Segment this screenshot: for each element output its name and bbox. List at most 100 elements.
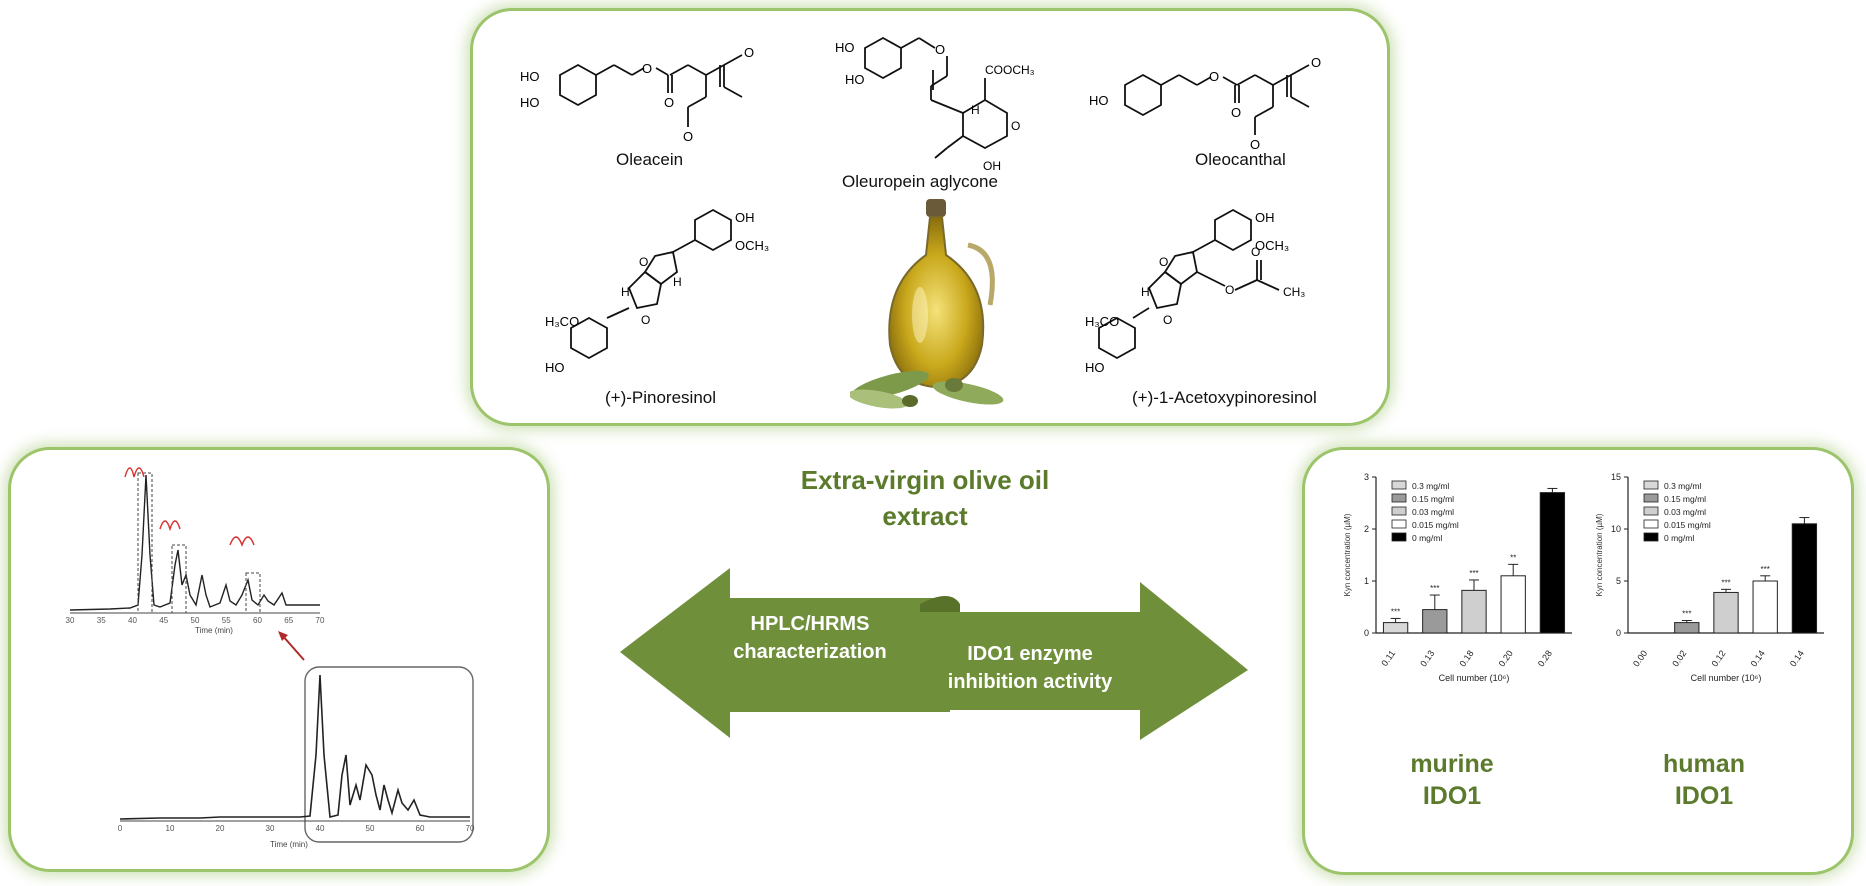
o-label: O	[1251, 245, 1260, 259]
o-label: O	[1231, 105, 1241, 120]
murine-title-line2: IDO1	[1422, 782, 1482, 810]
o-label: O	[1250, 137, 1260, 152]
h-label: H	[621, 285, 630, 299]
full-tick-label: 50	[366, 824, 375, 833]
human-legend-swatch	[1643, 480, 1659, 490]
left-arrow	[620, 568, 950, 738]
murine-y-tick-label: 2	[1364, 524, 1369, 534]
zoom-tick-label: 30	[66, 616, 75, 625]
hplc-label: HPLC/HRMS characterization	[700, 610, 920, 666]
ho-label: HO	[1089, 93, 1109, 108]
ho-label: HO	[845, 72, 865, 87]
murine-title-line1: murine	[1410, 750, 1494, 778]
human-y-axis-label: Kyn concentration (µM)	[1595, 513, 1604, 596]
human-bar	[1674, 622, 1700, 634]
murine-x-tick-label: 0.13	[1418, 648, 1436, 668]
oleuropein-aglycone-label: Oleuropein aglycone	[842, 172, 998, 191]
murine-bar	[1539, 492, 1566, 634]
arrows-graphic	[620, 568, 1248, 740]
full-tick-label: 20	[216, 824, 225, 833]
ho-label: HO	[520, 69, 540, 84]
murine-legend-label: 0.3 mg/ml	[1412, 481, 1449, 491]
murine-legend-label: 0.015 mg/ml	[1412, 520, 1459, 530]
o-label: O	[935, 42, 945, 57]
och3-label: OCH₃	[1255, 238, 1289, 253]
zoom-chromatogram: Time (min)	[69, 467, 320, 635]
human-bar	[1791, 523, 1818, 634]
acetoxypinoresinol-label: (+)-1-Acetoxypinoresinol	[1132, 388, 1317, 407]
h3co-label: H₃CO	[545, 314, 579, 329]
murine-significance: ***	[1469, 569, 1478, 578]
human-x-tick-label: 0.14	[1749, 648, 1767, 668]
oleacein-label: Oleacein	[616, 150, 684, 169]
murine-bar	[1422, 609, 1448, 634]
murine-y-tick-label: 0	[1364, 628, 1369, 638]
ido1-activity-label-line1: IDO1 enzyme	[967, 643, 1093, 665]
human-bar	[1713, 591, 1739, 634]
murine-y-tick-label: 3	[1364, 472, 1369, 482]
hplc-label-line2: characterization	[733, 641, 887, 663]
ho-label: HO	[545, 360, 565, 375]
zoom-tick-label: 50	[191, 616, 200, 625]
murine-legend-swatch	[1391, 519, 1407, 529]
murine-legend-swatch	[1391, 532, 1407, 542]
ido1-charts-panel	[1302, 447, 1854, 875]
oh-label: OH	[1255, 210, 1275, 225]
zoom-xlabel: Time (min)	[195, 626, 233, 635]
murine-x-tick-label: 0.20	[1497, 648, 1515, 668]
och3-label: OCH₃	[735, 238, 769, 253]
o-label: O	[683, 129, 693, 144]
chromatogram-panel	[8, 447, 550, 872]
human-y-tick-label: 0	[1616, 628, 1621, 638]
human-legend-swatch	[1643, 532, 1659, 542]
human-legend-label: 0.03 mg/ml	[1664, 507, 1706, 517]
human-ido1-title: human IDO1	[1624, 748, 1784, 812]
zoom-tick-label: 65	[284, 616, 293, 625]
oh-label: OH	[735, 210, 755, 225]
h-label: H	[971, 103, 980, 117]
zoom-pointer-arrow	[281, 634, 305, 661]
extract-title: Extra-virgin olive oil extract	[760, 462, 1090, 534]
pinoresinol-structure: OH OCH₃ O H H O H₃CO HO	[545, 208, 769, 375]
right-arrow	[920, 582, 1248, 740]
murine-legend-swatch	[1391, 506, 1407, 516]
pinoresinol-label: (+)-Pinoresinol	[605, 388, 717, 407]
o-label: O	[639, 255, 648, 269]
murine-x-tick-label: 0.28	[1536, 648, 1554, 668]
full-tick-label: 10	[166, 824, 175, 833]
human-legend-label: 0 mg/ml	[1664, 533, 1694, 543]
human-significance: ***	[1761, 565, 1770, 574]
human-significance: ***	[1721, 578, 1730, 587]
murine-bar	[1382, 622, 1409, 634]
full-tick-label: 60	[416, 824, 425, 833]
o-label: O	[1311, 55, 1321, 70]
o-label: O	[664, 95, 674, 110]
acetoxypinoresinol-structure: OH OCH₃ O O O CH₃ H O H₃CO HO	[1085, 208, 1305, 375]
human-bar	[1752, 580, 1778, 634]
murine-bar	[1461, 589, 1487, 634]
o-label: O	[1209, 69, 1219, 84]
murine-bar	[1500, 575, 1526, 634]
murine-legend-swatch	[1391, 493, 1407, 503]
ho-label: HO	[520, 95, 540, 110]
zoom-tick-label: 40	[128, 616, 137, 625]
human-x-axis-label: Cell number (10⁶)	[1691, 673, 1762, 683]
o-label: O	[1225, 283, 1234, 297]
human-legend-swatch	[1643, 506, 1659, 516]
human-significance: ***	[1682, 610, 1691, 619]
oleuropein-aglycone-structure: HO HO O COOCH₃ H O OH	[835, 36, 1035, 173]
oleocanthal-label: Oleocanthal	[1195, 150, 1286, 169]
extract-title-line2: extract	[882, 501, 968, 531]
human-x-tick-label: 0.14	[1788, 648, 1806, 668]
zoom-tick-label: 45	[159, 616, 168, 625]
human-legend-label: 0.3 mg/ml	[1664, 481, 1701, 491]
extract-title-line1: Extra-virgin olive oil	[800, 465, 1050, 495]
cooch3-label: COOCH₃	[985, 63, 1035, 77]
human-legend-label: 0.015 mg/ml	[1664, 520, 1711, 530]
zoom-pointer-head	[278, 631, 288, 641]
human-y-tick-label: 10	[1611, 524, 1621, 534]
o-label: O	[1163, 313, 1172, 327]
murine-ido1-title: murine IDO1	[1372, 748, 1532, 812]
ido1-activity-label-line2: inhibition activity	[947, 671, 1113, 693]
